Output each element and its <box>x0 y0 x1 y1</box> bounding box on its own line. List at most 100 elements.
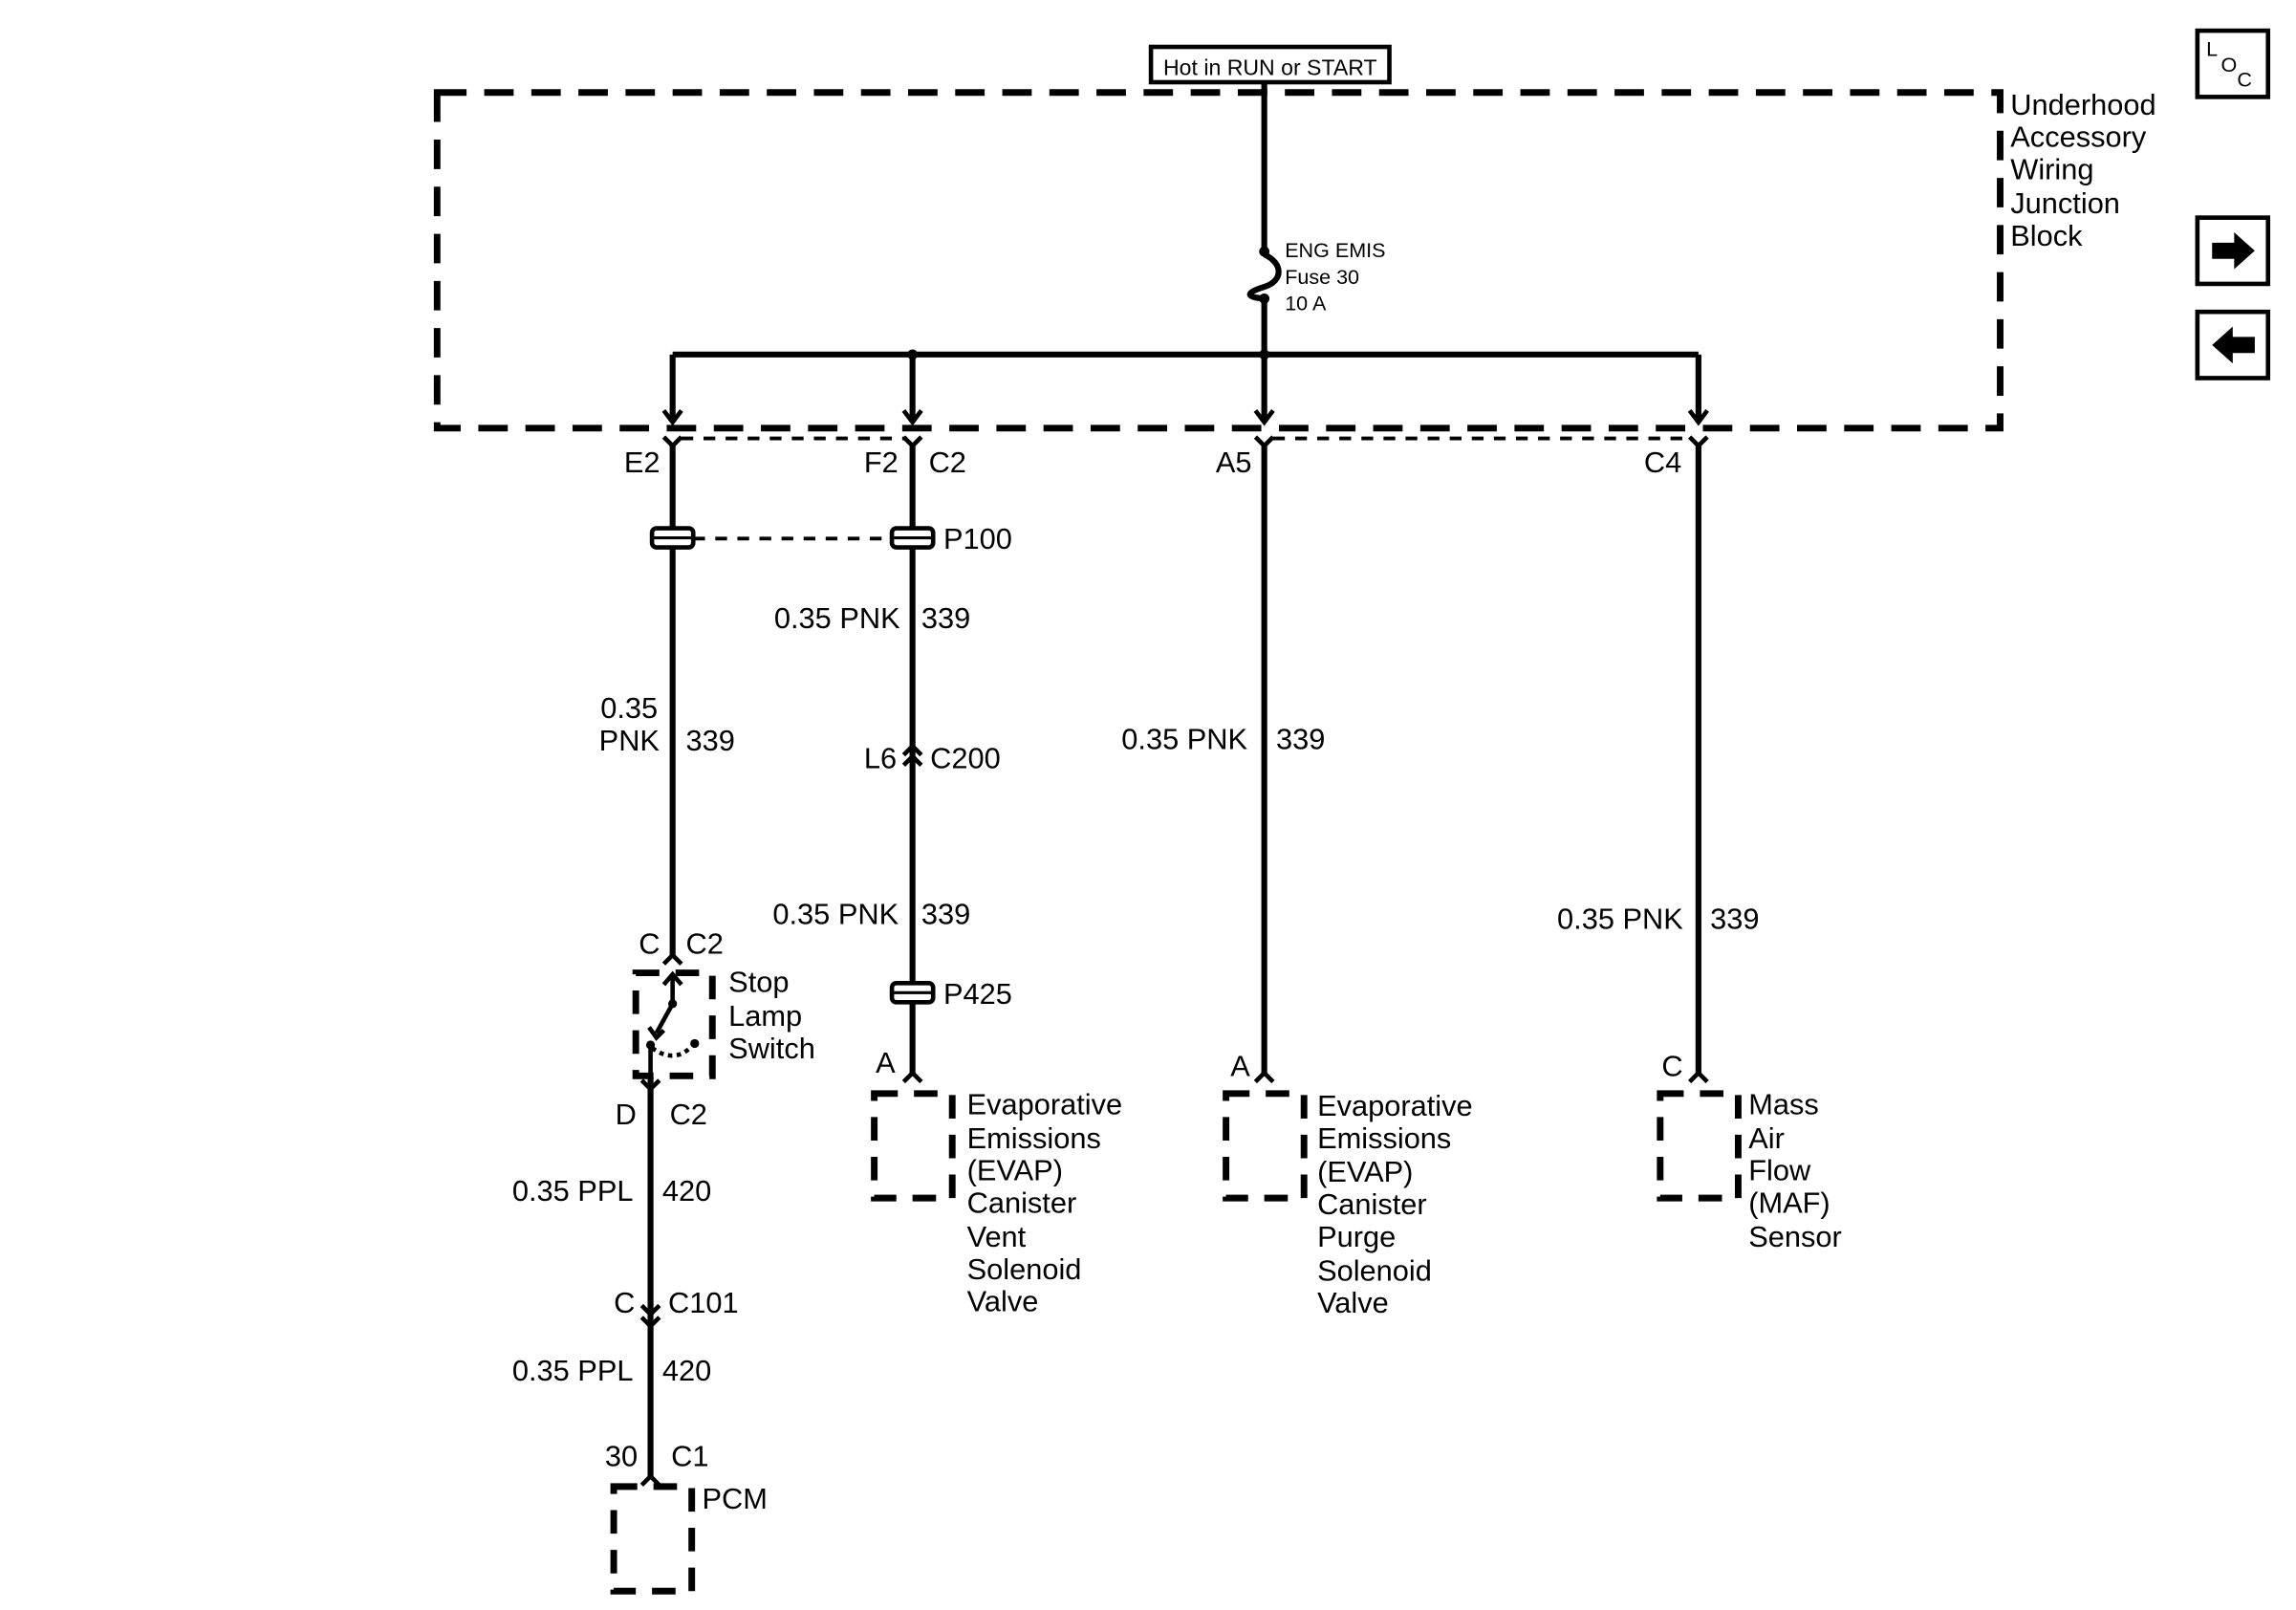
component-pin: A <box>1230 1049 1250 1082</box>
component-label-line: (MAF) <box>1748 1186 1830 1220</box>
junction-block-label-line: Wiring <box>2010 153 2093 186</box>
evap-vent-component <box>871 1090 956 1202</box>
switch-in-conn: C2 <box>686 927 724 961</box>
branch3-wire-label: 0.35 PNK <box>1121 722 1247 755</box>
component-label-line: Valve <box>1317 1286 1389 1319</box>
locator-letter: C <box>2237 68 2252 92</box>
evap-purge-component <box>1223 1090 1308 1202</box>
branch1-wire2-circuit: 420 <box>662 1174 711 1208</box>
fuse-symbol <box>1246 246 1282 304</box>
evap-purge-label: Evaporative Emissions (EVAP) Canister Pu… <box>1317 1089 1473 1319</box>
maf-sensor-component <box>1657 1090 1742 1202</box>
switch-out-conn: C2 <box>670 1098 707 1131</box>
stop-lamp-switch <box>632 969 716 1079</box>
branch2-wire1-label: 0.35 PNK <box>774 601 900 635</box>
inline-conn: C200 <box>930 742 1001 775</box>
inline-pin: C <box>614 1286 635 1319</box>
connector-pin-label: C4 <box>1644 446 1681 479</box>
component-label-line: Purge <box>1317 1220 1396 1253</box>
component-label-line: Lamp <box>728 999 802 1033</box>
component-label-line: Emissions <box>967 1121 1101 1155</box>
stop-lamp-switch-label: Stop Lamp Switch <box>728 966 815 1065</box>
connector-pin-label: E2 <box>624 446 661 479</box>
junction-block-label-line: Accessory <box>2010 120 2147 154</box>
splice-p100 <box>889 526 936 550</box>
evap-vent-connector <box>901 1069 923 1084</box>
component-label-line: Flow <box>1748 1154 1811 1187</box>
junction-block-outline <box>433 89 2004 432</box>
branch1-wire2-label: 0.35 PPL <box>512 1174 634 1208</box>
component-label-line: Evaporative <box>967 1087 1123 1120</box>
junction-block-label: Underhood Accessory Wiring Junction Bloc… <box>2010 88 2155 252</box>
component-label-line: (EVAP) <box>967 1154 1063 1187</box>
inline-conn: C101 <box>668 1286 739 1319</box>
splice-p425 <box>889 980 936 1005</box>
pcm-conn: C1 <box>671 1439 708 1472</box>
component-label-line: Stop <box>728 966 789 999</box>
evap-vent-label: Evaporative Emissions (EVAP) Canister Ve… <box>967 1087 1123 1317</box>
component-label-line: Canister <box>1317 1187 1427 1221</box>
pcm-component <box>610 1483 696 1595</box>
branch1-wire-color: PNK <box>599 724 661 757</box>
inline-connector-c101 <box>639 1303 661 1330</box>
inline-pin: L6 <box>864 742 897 775</box>
component-label-line: Valve <box>967 1285 1039 1318</box>
branch2-wire2-circuit: 339 <box>921 898 970 931</box>
switch-input-connector <box>661 951 683 966</box>
evap-purge-connector <box>1253 1069 1275 1084</box>
maf-sensor-label: Mass Air Flow (MAF) Sensor <box>1748 1087 1842 1253</box>
connector-pin-label: F2 <box>864 446 899 479</box>
branch2-wire1-circuit: 339 <box>921 601 970 635</box>
branch1-circuit: 339 <box>686 724 735 757</box>
bus-drops <box>661 354 1709 426</box>
splice-label: P425 <box>943 977 1012 1011</box>
switch-output-connector <box>639 1078 661 1093</box>
component-label-line: Sensor <box>1748 1220 1842 1253</box>
junction-block-label-line: Junction <box>2010 186 2120 220</box>
component-label-line: Switch <box>728 1032 815 1065</box>
component-label-line: Mass <box>1748 1087 1819 1120</box>
fuse-label-line: ENG EMIS <box>1285 238 1385 262</box>
locator-letter: L <box>2206 36 2218 60</box>
branch2-wire2-label: 0.35 PNK <box>772 898 899 931</box>
maf-connector <box>1687 1069 1709 1084</box>
branch1-wire3-label: 0.35 PPL <box>512 1354 634 1387</box>
fuse-label-line: Fuse 30 <box>1285 265 1359 289</box>
next-page-button[interactable] <box>2195 215 2271 287</box>
power-source: Hot in RUN or START <box>1148 44 1392 85</box>
switch-in-pin: C <box>639 927 660 961</box>
component-pin: C <box>1661 1049 1682 1082</box>
locator-letter: O <box>2220 53 2237 76</box>
pcm-pin: 30 <box>605 1439 638 1472</box>
component-label-line: Canister <box>967 1186 1077 1220</box>
component-label-line: Vent <box>967 1220 1027 1253</box>
component-label-line: (EVAP) <box>1317 1155 1413 1188</box>
splice-p100-left <box>649 526 696 550</box>
inline-connector-c200 <box>901 743 923 768</box>
fuse-label: ENG EMIS Fuse 30 10 A <box>1285 238 1385 315</box>
splice-label: P100 <box>943 522 1012 555</box>
switch-out-pin: D <box>616 1098 637 1131</box>
power-source-label: Hot in RUN or START <box>1163 54 1377 79</box>
component-label-line: Evaporative <box>1317 1089 1473 1122</box>
component-label-line: Emissions <box>1317 1121 1451 1155</box>
connector-row <box>661 435 1709 449</box>
pcm-label: PCM <box>702 1482 767 1515</box>
component-label-line: Air <box>1748 1121 1785 1155</box>
branch1-wire-size: 0.35 <box>600 691 658 725</box>
fuse-label-line: 10 A <box>1285 292 1327 315</box>
branch1-wire3-circuit: 420 <box>662 1354 711 1387</box>
component-pin: A <box>876 1046 896 1079</box>
connector-pin-label: A5 <box>1216 446 1252 479</box>
prev-page-button[interactable] <box>2195 309 2271 381</box>
locator-button[interactable]: L O C <box>2195 28 2271 99</box>
branch3-wire-circuit: 339 <box>1276 722 1325 755</box>
component-label-line: Solenoid <box>967 1252 1082 1286</box>
pcm-connector <box>639 1472 661 1487</box>
junction-block-label-line: Block <box>2010 219 2083 252</box>
left-arrow-icon <box>2212 326 2255 364</box>
right-arrow-icon <box>2212 232 2255 270</box>
branch4-wire-label: 0.35 PNK <box>1557 902 1683 935</box>
junction-block-label-line: Underhood <box>2010 88 2155 121</box>
